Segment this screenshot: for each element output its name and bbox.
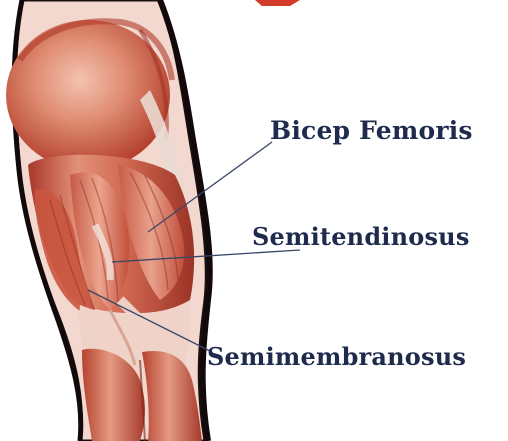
label-semitendinosus: Semitendinosus <box>252 222 470 251</box>
label-bicep-femoris: Bicep Femoris <box>270 116 473 145</box>
label-semimembranosus: Semimembranosus <box>207 342 466 371</box>
top-edge-mark <box>255 0 300 6</box>
